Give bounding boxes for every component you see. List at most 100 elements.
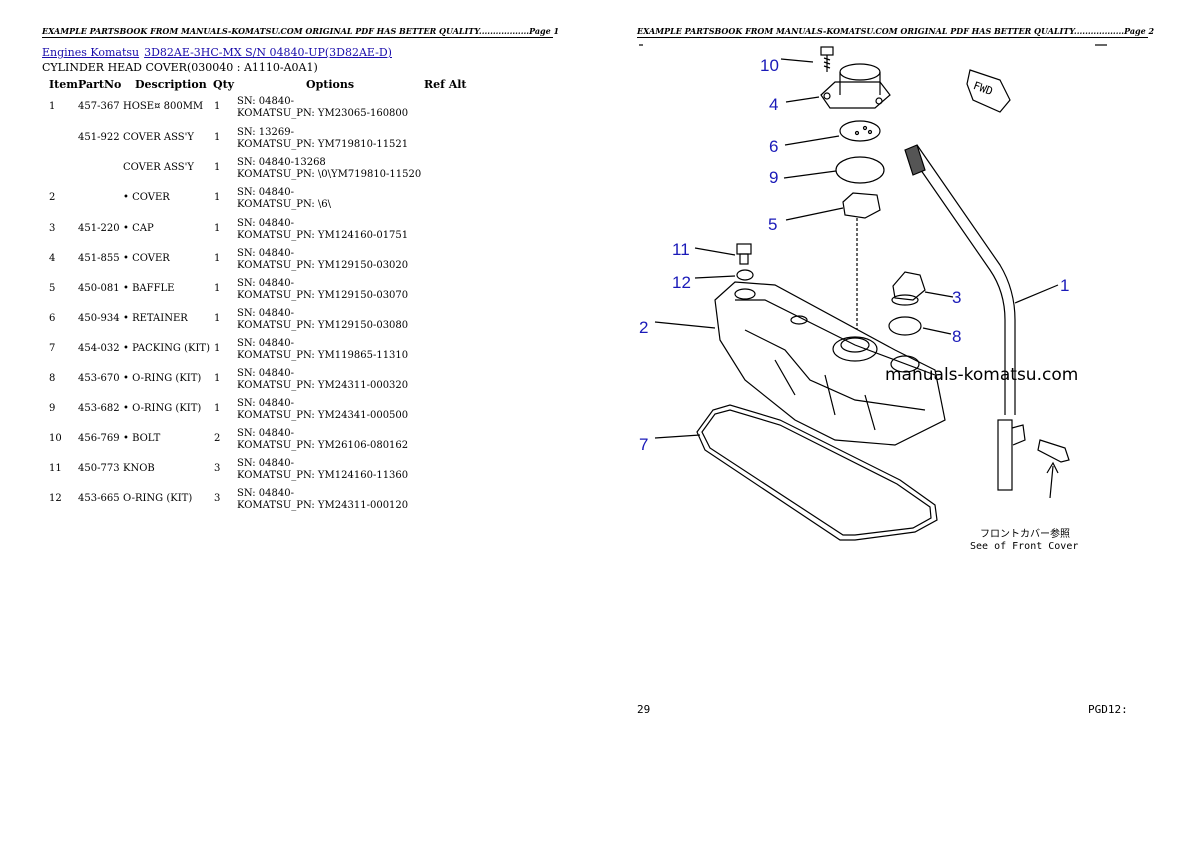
row-item: 8 — [49, 373, 56, 384]
row-qty: 2 — [214, 433, 221, 444]
row-item: 9 — [49, 403, 56, 414]
page-header: EXAMPLE PARTSBOOK FROM MANUALS-KOMATSU.C… — [42, 26, 560, 38]
row-description: • PACKING (KIT) — [123, 343, 210, 354]
row-option-sn: SN: 04840- — [237, 428, 294, 439]
knob-11-part — [736, 243, 752, 265]
row-option-sn: SN: 13269- — [237, 127, 294, 138]
watermark-text: manuals-komatsu.com — [885, 365, 1078, 385]
oring-9-part — [835, 156, 885, 184]
row-qty: 1 — [214, 283, 221, 294]
column-header-options: Options — [306, 78, 355, 91]
row-option-sn: SN: 04840- — [237, 248, 294, 259]
row-description: • O-RING (KIT) — [123, 373, 202, 384]
row-item: 1 — [49, 101, 56, 112]
breadcrumb-link-engines[interactable]: Engines Komatsu — [42, 46, 140, 59]
row-option-sn: SN: 04840- — [237, 368, 294, 379]
row-qty: 1 — [214, 132, 221, 143]
row-option-pn: KOMATSU_PN: YM24341-000500 — [237, 410, 409, 421]
column-header-qty: Qty — [213, 78, 235, 91]
row-description: COVER ASS'Y — [123, 132, 195, 143]
row-partno: 453-682 — [78, 403, 120, 414]
row-description: KNOB — [123, 463, 155, 474]
fwd-label: FWD — [971, 79, 994, 98]
row-description: • BOLT — [123, 433, 161, 444]
callout-label: 4 — [769, 95, 778, 114]
column-header-description: Description — [135, 78, 207, 91]
cover-4-part — [820, 63, 891, 109]
baffle-5-part — [842, 192, 881, 330]
row-option-pn: KOMATSU_PN: YM129150-03020 — [237, 260, 409, 271]
row-option-sn: SN: 04840- — [237, 488, 294, 499]
row-description: • COVER — [123, 192, 170, 203]
row-option-pn: KOMATSU_PN: YM26106-080162 — [237, 440, 409, 451]
breadcrumb-link-model[interactable]: 3D82AE-3HC-MX S/N 04840-UP(3D82AE-D) — [144, 46, 392, 59]
row-description: • CAP — [123, 223, 154, 234]
head-cover-2-part — [714, 281, 946, 446]
row-option-sn: SN: 04840- — [237, 187, 294, 198]
row-option-pn: KOMATSU_PN: YM124160-01751 — [237, 230, 409, 241]
row-option-pn: KOMATSU_PN: YM23065-160800 — [237, 108, 409, 119]
row-option-pn: KOMATSU_PN: \6\ — [237, 199, 332, 210]
row-qty: 1 — [214, 101, 221, 112]
parts-list-page: EXAMPLE PARTSBOOK FROM MANUALS-KOMATSU.C… — [0, 26, 595, 518]
row-option-sn: SN: 04840- — [237, 308, 294, 319]
row-option-sn: SN: 04840- — [237, 96, 294, 107]
callout-label: 12 — [672, 273, 691, 292]
row-partno: 450-773 — [78, 463, 120, 474]
row-option-sn: SN: 04840- — [237, 458, 294, 469]
row-qty: 1 — [214, 162, 221, 173]
row-item: 12 — [49, 493, 62, 504]
column-header-ref-alt: Ref Alt — [424, 78, 467, 91]
callout-label: 3 — [952, 288, 961, 307]
row-item: 7 — [49, 343, 56, 354]
row-option-sn: SN: 04840- — [237, 338, 294, 349]
fwd-arrow-icon — [966, 69, 1011, 113]
column-header-item: Item — [49, 78, 78, 91]
row-partno: 453-665 — [78, 493, 120, 504]
row-qty: 1 — [214, 403, 221, 414]
row-option-pn: KOMATSU_PN: YM129150-03080 — [237, 320, 409, 331]
row-item: 5 — [49, 283, 56, 294]
row-qty: 1 — [214, 313, 221, 324]
row-item: 10 — [49, 433, 62, 444]
callout-label: 9 — [769, 168, 778, 187]
row-item: 11 — [49, 463, 62, 474]
row-option-pn: KOMATSU_PN: YM119865-11310 — [237, 350, 409, 361]
row-option-sn: SN: 04840- — [237, 218, 294, 229]
callout-label: 10 — [760, 56, 779, 75]
row-option-pn: KOMATSU_PN: YM124160-11360 — [237, 470, 409, 481]
row-qty: 3 — [214, 493, 221, 504]
row-option-sn: SN: 04840- — [237, 278, 294, 289]
front-cover-bolt-part — [1037, 439, 1070, 499]
row-option-sn: SN: 04840-13268 — [237, 157, 326, 168]
oring-8-part — [888, 316, 922, 336]
row-description: • COVER — [123, 253, 170, 264]
row-item: 6 — [49, 313, 56, 324]
oring-12-part — [736, 269, 754, 281]
row-description: O-RING (KIT) — [123, 493, 193, 504]
row-partno: 451-855 — [78, 253, 120, 264]
row-item: 4 — [49, 253, 56, 264]
row-partno: 454-032 — [78, 343, 120, 354]
row-partno: 450-081 — [78, 283, 120, 294]
row-description: • BAFFLE — [123, 283, 175, 294]
callout-label: 1 — [1060, 276, 1069, 295]
row-partno: 451-922 — [78, 132, 120, 143]
row-partno: 457-367 — [78, 101, 120, 112]
note-japanese: フロントカバー参照 — [980, 527, 1070, 540]
column-header-partno: PartNo — [78, 78, 122, 91]
page-title: CYLINDER HEAD COVER(030040 : A1110-A0A1) — [42, 61, 318, 74]
callout-label: 2 — [639, 318, 648, 337]
row-description: HOSE¤ 800MM — [123, 101, 204, 112]
figure-code: PGD12: — [1088, 703, 1128, 716]
row-qty: 3 — [214, 463, 221, 474]
